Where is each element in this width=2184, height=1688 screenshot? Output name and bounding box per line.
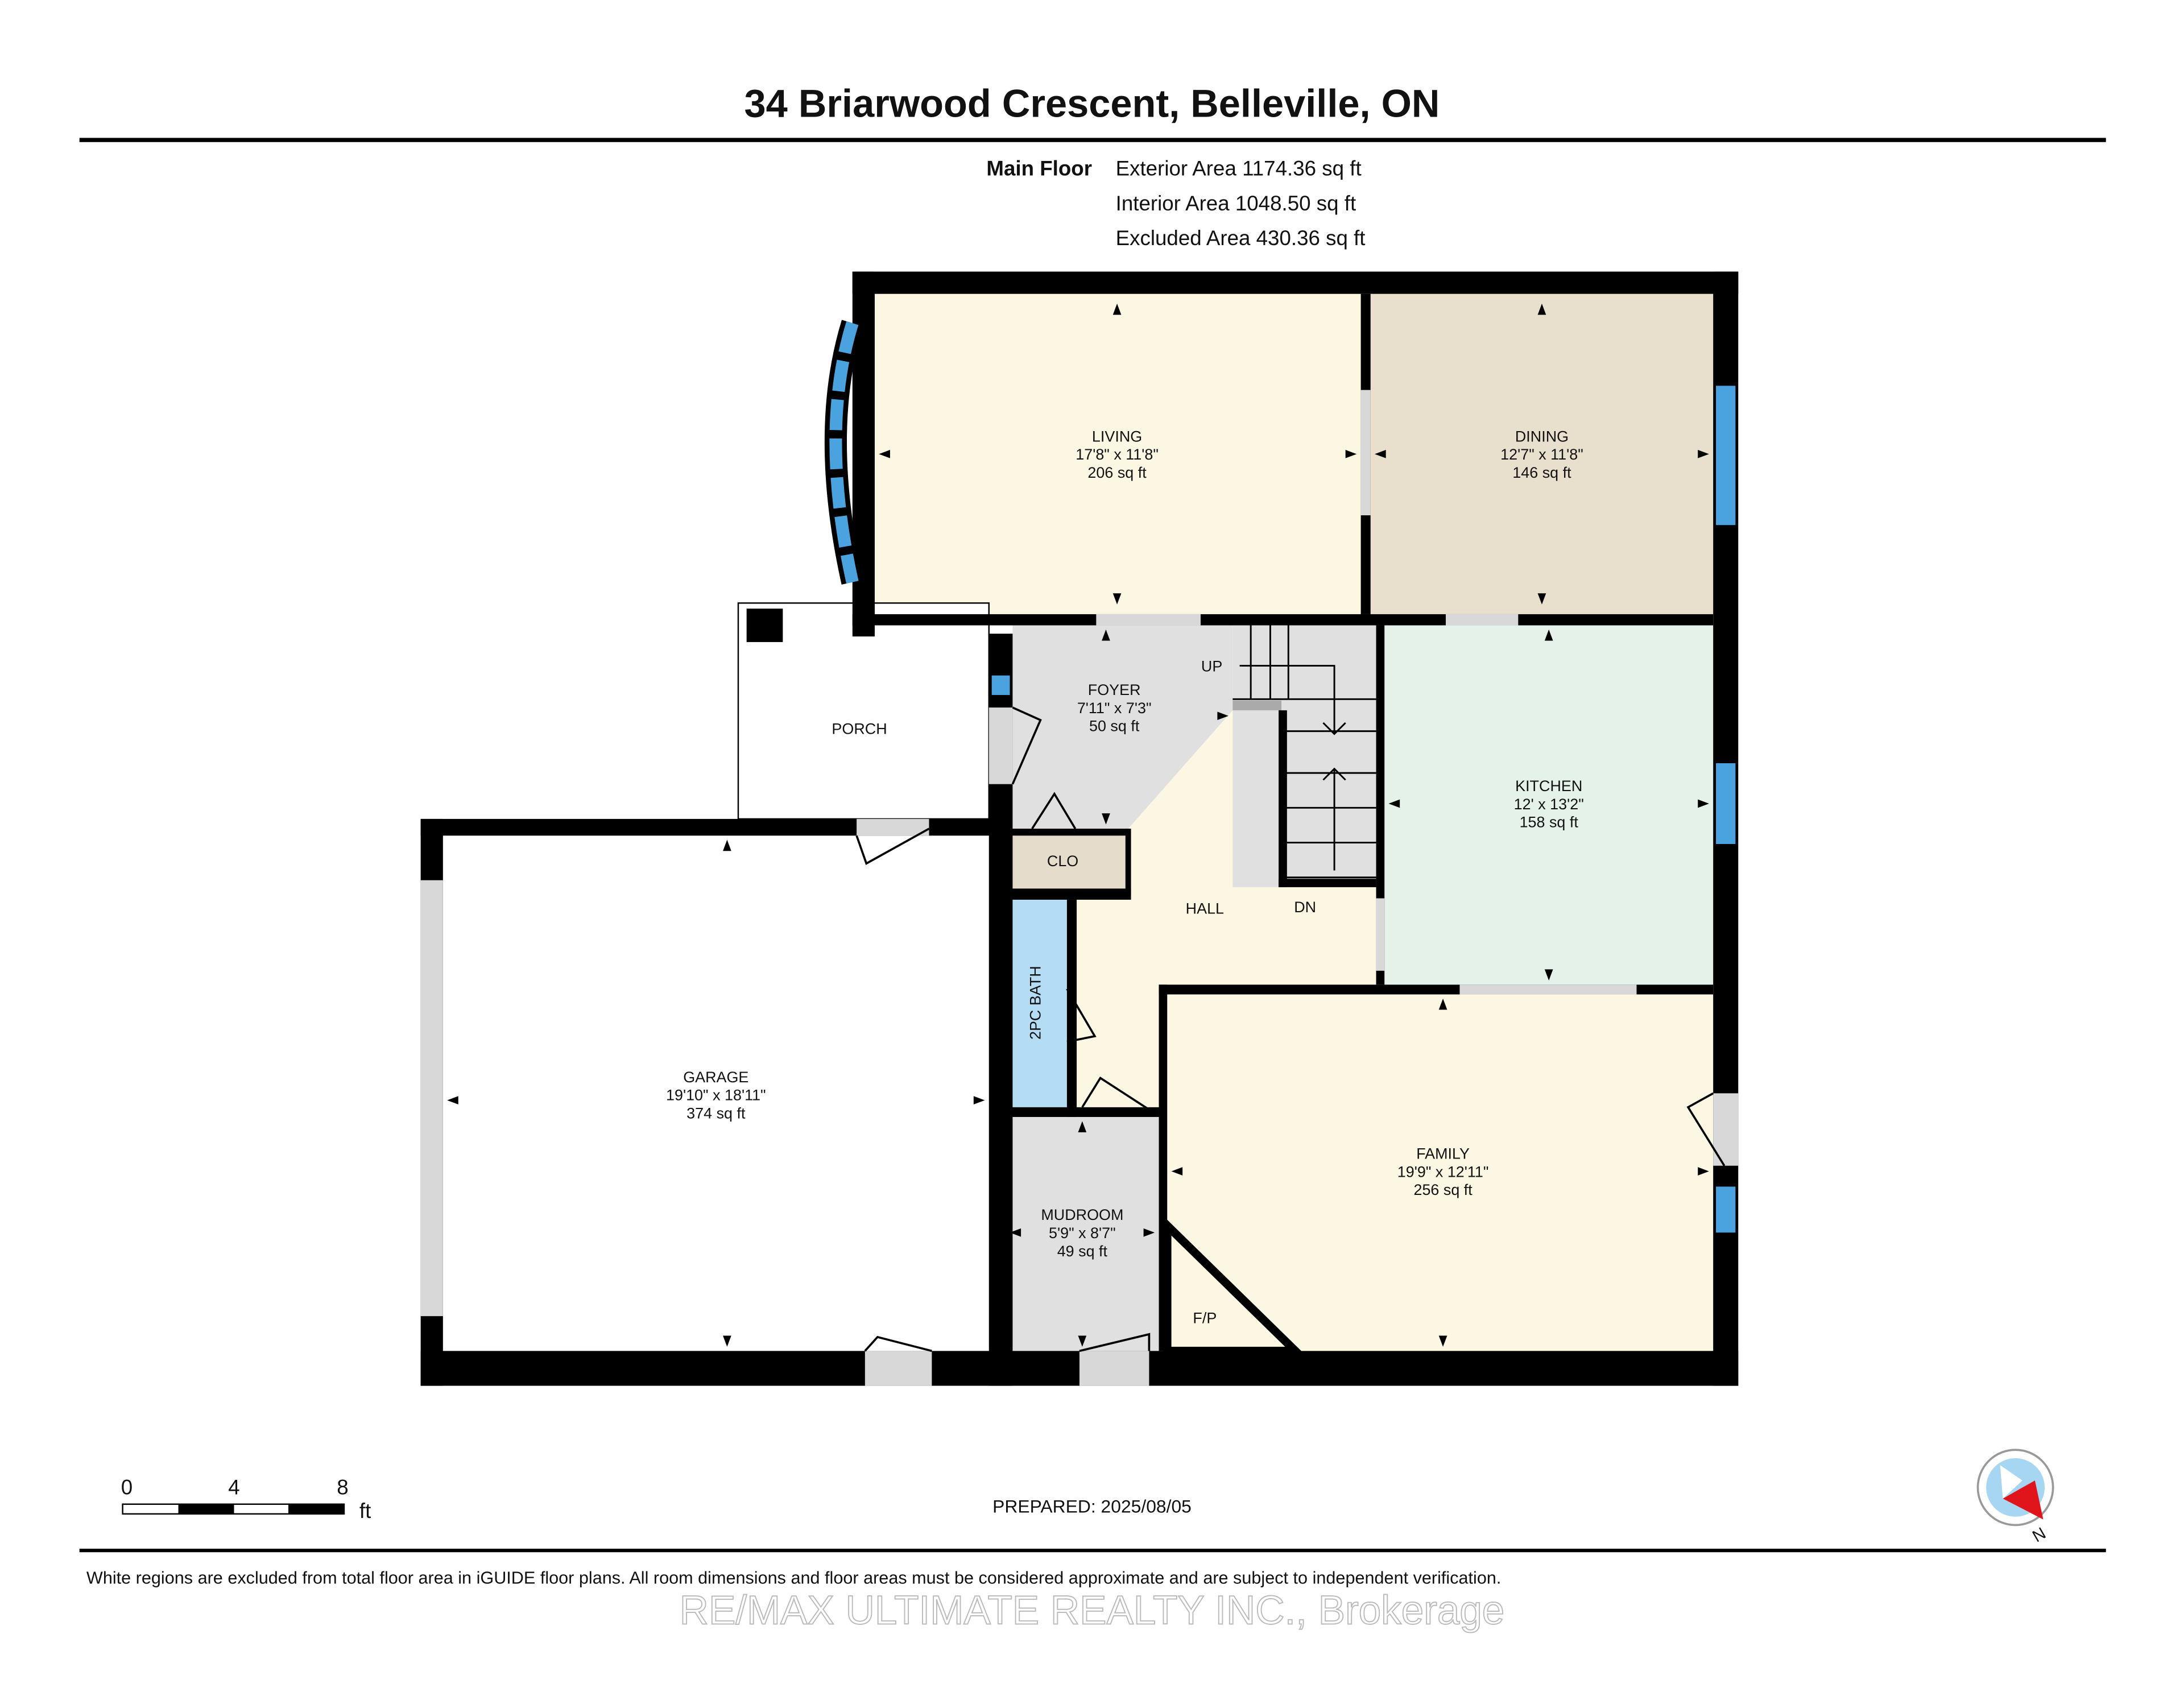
kitchen-dims: 12' x 13'2" xyxy=(1514,796,1584,813)
kitchen xyxy=(1384,625,1714,985)
porch-post xyxy=(746,609,783,642)
foyer xyxy=(1012,625,1233,829)
watermark: RE/MAX ULTIMATE REALTY INC., Brokerage xyxy=(680,1588,1505,1633)
mudroom xyxy=(1006,1116,1159,1351)
garage-area: 374 sq ft xyxy=(686,1104,746,1122)
closet xyxy=(1006,835,1126,889)
living-room xyxy=(874,293,1361,614)
floor-plan: LIVING 17'8" x 11'8" 206 sq ft DINING 12… xyxy=(420,271,1739,1386)
excluded-area: Excluded Area 430.36 sq ft xyxy=(1116,226,1366,250)
fireplace-label: F/P xyxy=(1193,1309,1217,1326)
dining-name: DINING xyxy=(1515,428,1569,445)
bath xyxy=(1006,899,1067,1107)
stairs xyxy=(1232,625,1376,887)
doors xyxy=(420,390,1739,1386)
footer-rule xyxy=(79,1549,2106,1553)
stair-treads xyxy=(1232,625,1376,879)
mudroom-name: MUDROOM xyxy=(1041,1206,1123,1223)
family-name: FAMILY xyxy=(1416,1145,1470,1162)
page-title: 34 Briarwood Crescent, Belleville, ON xyxy=(744,82,1440,126)
floor-name: Main Floor xyxy=(986,157,1092,180)
stairs-down-label: DN xyxy=(1294,899,1316,916)
stairs-up-label: UP xyxy=(1201,657,1222,675)
prepared-date: PREPARED: 2025/08/05 xyxy=(992,1496,1192,1516)
scale-label-0: 0 xyxy=(121,1476,133,1499)
compass-icon: N xyxy=(1976,1449,2054,1546)
hall-lower xyxy=(1066,888,1159,1107)
interior-area: Interior Area 1048.50 sq ft xyxy=(1116,192,1356,215)
living-area: 206 sq ft xyxy=(1087,464,1147,481)
living-name: LIVING xyxy=(1092,428,1142,445)
exterior-area: Exterior Area 1174.36 sq ft xyxy=(1116,157,1362,180)
stair-landing xyxy=(1232,700,1282,710)
kitchen-area: 158 sq ft xyxy=(1520,814,1579,831)
bath-name: 2PC BATH xyxy=(1027,966,1044,1040)
garage-name: GARAGE xyxy=(683,1069,748,1086)
foyer-name: FOYER xyxy=(1088,681,1141,698)
dining-area: 146 sq ft xyxy=(1512,464,1571,481)
foyer-area: 50 sq ft xyxy=(1089,718,1140,735)
living-dims: 17'8" x 11'8" xyxy=(1076,446,1159,463)
family-area: 256 sq ft xyxy=(1413,1181,1472,1198)
kitchen-name: KITCHEN xyxy=(1515,777,1582,795)
disclaimer: White regions are excluded from total fl… xyxy=(86,1568,1501,1587)
closet-name: CLO xyxy=(1047,853,1078,870)
mudroom-area: 49 sq ft xyxy=(1057,1243,1108,1260)
hall-name: HALL xyxy=(1186,900,1224,917)
compass-north-label: N xyxy=(2029,1524,2049,1546)
scale-label-8: 8 xyxy=(337,1476,348,1499)
scale-label-4: 4 xyxy=(228,1476,239,1499)
garage-dims: 19'10" x 18'11" xyxy=(666,1087,766,1104)
dining-dims: 12'7" x 11'8" xyxy=(1500,446,1583,463)
porch-name: PORCH xyxy=(832,721,887,738)
foyer-dims: 7'11" x 7'3" xyxy=(1077,700,1152,717)
dining-room xyxy=(1370,293,1714,614)
windows xyxy=(824,320,1736,1233)
mudroom-dims: 5'9" x 8'7" xyxy=(1049,1224,1116,1242)
family-room xyxy=(1167,994,1714,1351)
header-rule xyxy=(79,138,2106,142)
scale-bar: 0 4 8 ft xyxy=(121,1476,371,1523)
scale-unit: ft xyxy=(359,1499,371,1522)
family-dims: 19'9" x 12'11" xyxy=(1397,1163,1489,1180)
